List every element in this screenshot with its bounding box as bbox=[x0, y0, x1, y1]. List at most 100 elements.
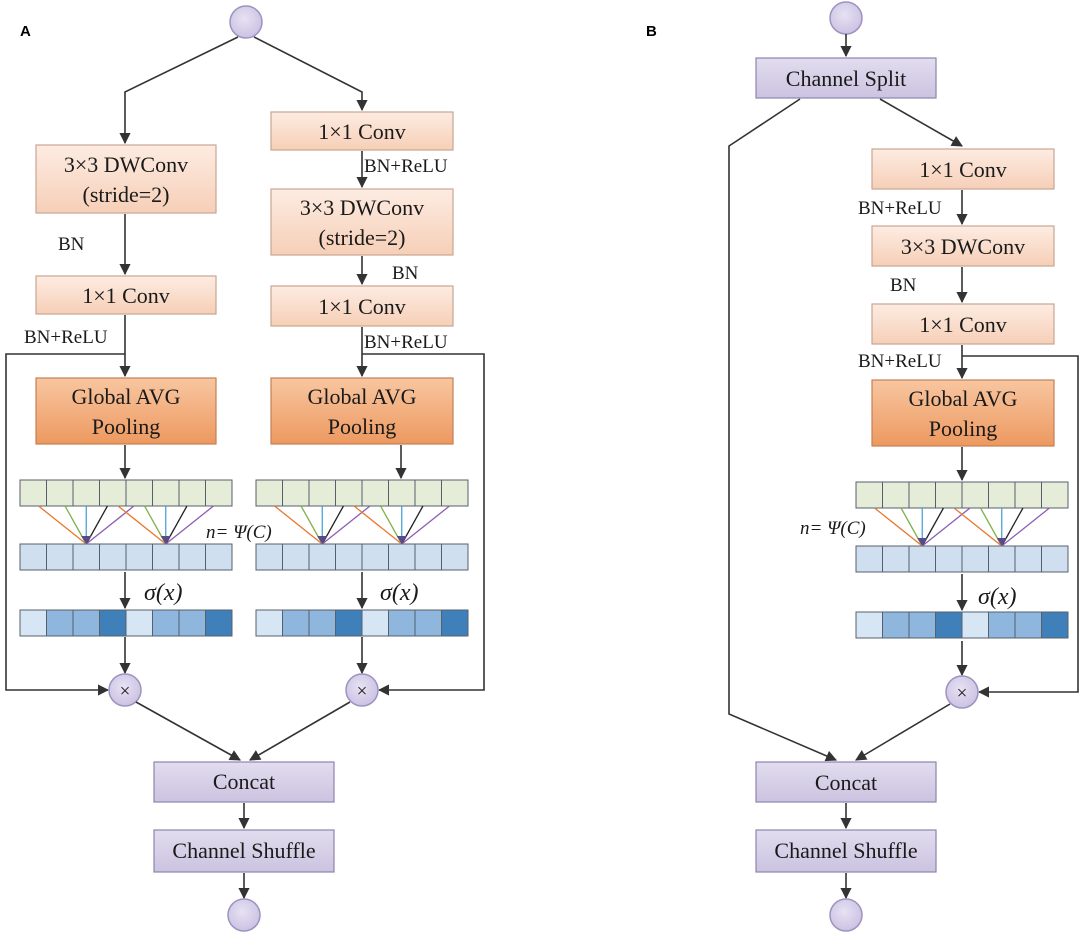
a-left-attention-pooled-cell bbox=[19, 479, 47, 507]
a-left-conv-box: 1×1 Conv bbox=[35, 275, 217, 315]
a-right-attention-pooled-cell bbox=[282, 479, 310, 507]
a-right-pool-line2: Pooling bbox=[328, 414, 396, 439]
b-pool-line2: Pooling bbox=[929, 416, 997, 441]
a-left-attention-pooled-cell bbox=[99, 479, 127, 507]
a-right-attention-pooled-cell bbox=[441, 479, 469, 507]
a-left-attention-conv-cell bbox=[125, 543, 153, 571]
a-left-attention-weight-cell bbox=[178, 609, 206, 637]
b-attention-conv-cell bbox=[908, 545, 936, 573]
a-shuffle-label: Channel Shuffle bbox=[172, 838, 315, 863]
a-left-attention-conv-kernel-arrow bbox=[85, 505, 135, 545]
a-right-multiply-node bbox=[345, 673, 379, 707]
edge-b-split-branch bbox=[879, 98, 963, 147]
a-right-attention-conv-cell bbox=[255, 543, 283, 571]
a-right-attention bbox=[255, 479, 469, 637]
panel-a-letter: A bbox=[20, 23, 31, 40]
a-left-attention-conv-cell bbox=[46, 543, 74, 571]
a-right-dwconv-line2: (stride=2) bbox=[319, 225, 406, 250]
a-left-pool-box: Global AVG Pooling bbox=[35, 377, 217, 445]
a-right-attention-conv-cell bbox=[414, 543, 442, 571]
b-attention-weight-cell bbox=[961, 611, 989, 639]
b-shuffle-label: Channel Shuffle bbox=[774, 838, 917, 863]
b-attention-pooled-cell bbox=[908, 481, 936, 509]
a-right-attention-weight-cell bbox=[388, 609, 416, 637]
a-right-attention-conv-cell bbox=[308, 543, 336, 571]
a-left-attention-pooled-cell bbox=[205, 479, 233, 507]
a-left-attention-conv-kernel-arrow bbox=[117, 505, 167, 545]
b-attention-conv-cell bbox=[1014, 545, 1042, 573]
a-right-attention-conv-kernel-arrow bbox=[353, 505, 403, 545]
a-right-attention-weight-cell bbox=[282, 609, 310, 637]
a-right-attention-pooled-cell bbox=[308, 479, 336, 507]
b-multiply-node bbox=[945, 675, 979, 709]
a-left-attention-weight-cell bbox=[205, 609, 233, 637]
b-attention-conv-kernel-arrow bbox=[874, 507, 923, 547]
b-bn-relu-2: BN+ReLU bbox=[858, 351, 942, 372]
a-left-pool-line2: Pooling bbox=[92, 414, 160, 439]
a-left-attention-pooled-cell bbox=[152, 479, 180, 507]
a-left-multiply-node bbox=[108, 673, 142, 707]
b-attention-pooled-cell bbox=[855, 481, 883, 509]
edge-b-skip bbox=[962, 355, 1079, 698]
b-attention-weight-cell bbox=[935, 611, 963, 639]
b-attention-pooled-cell bbox=[1014, 481, 1042, 509]
input-node-b bbox=[829, 1, 863, 35]
a-right-attention-conv-cell bbox=[441, 543, 469, 571]
a-right-bn-relu-2: BN+ReLU bbox=[364, 332, 448, 353]
b-attention-conv-kernel-arrow bbox=[953, 507, 1003, 547]
a-left-n-label: n= Ψ(C) bbox=[206, 522, 272, 543]
a-left-attention-pooled-cell bbox=[72, 479, 100, 507]
a-concat-box: Concat bbox=[153, 761, 335, 803]
b-attention-weight-cell bbox=[855, 611, 883, 639]
output-node-b bbox=[829, 898, 863, 932]
a-left-attention-conv-cell bbox=[72, 543, 100, 571]
a-right-pool-box: Global AVG Pooling bbox=[270, 377, 454, 445]
b-dwconv-label: 3×3 DWConv bbox=[901, 234, 1025, 259]
a-left-attention-conv-cell bbox=[19, 543, 47, 571]
b-attention-conv-cell bbox=[882, 545, 910, 573]
a-left-bn-label: BN bbox=[58, 234, 85, 255]
b-attention-weight-cell bbox=[908, 611, 936, 639]
a-left-attention-weight-cell bbox=[152, 609, 180, 637]
a-right-conv2-box: 1×1 Conv bbox=[270, 285, 454, 327]
a-right-attention-conv-cell bbox=[282, 543, 310, 571]
b-attention-conv-cell bbox=[855, 545, 883, 573]
edge-a-right-mul-concat bbox=[249, 701, 351, 761]
a-left-bn-relu-label: BN+ReLU bbox=[24, 327, 108, 348]
edge-a-left-mul-concat bbox=[135, 701, 241, 761]
a-right-attention-weight-cell bbox=[255, 609, 283, 637]
a-left-attention-weight-cell bbox=[46, 609, 74, 637]
b-attention-conv-cell bbox=[1041, 545, 1069, 573]
a-right-attention-weight-cell bbox=[441, 609, 469, 637]
a-left-dwconv-line2: (stride=2) bbox=[83, 182, 170, 207]
a-right-attention-weight-cell bbox=[414, 609, 442, 637]
a-right-attention-conv-kernel-arrow bbox=[274, 505, 323, 545]
panel-b-letter: B bbox=[646, 23, 657, 40]
a-left-attention-pooled-cell bbox=[125, 479, 153, 507]
b-attention-conv-kernel-arrow bbox=[1001, 507, 1050, 547]
a-left-pool-line1: Global AVG bbox=[72, 384, 181, 409]
a-left-attention-weight-cell bbox=[19, 609, 47, 637]
a-left-attention bbox=[19, 479, 233, 637]
a-right-attention-pooled-cell bbox=[255, 479, 283, 507]
edge-b-mul-concat bbox=[855, 703, 951, 761]
a-right-attention-conv-kernel-arrow bbox=[321, 505, 371, 545]
edge-input-right bbox=[253, 36, 368, 112]
a-right-bn-label: BN bbox=[392, 263, 419, 284]
a-right-attention-conv-cell bbox=[388, 543, 416, 571]
edge-a-right-skip bbox=[362, 353, 485, 696]
b-attention-conv-kernel-arrowhead bbox=[996, 538, 1007, 546]
a-right-attention-pooled-cell bbox=[414, 479, 442, 507]
a-right-pool-line1: Global AVG bbox=[308, 384, 417, 409]
edge-input-left bbox=[119, 36, 239, 145]
b-attention-conv-cell bbox=[961, 545, 989, 573]
a-left-attention-weight-cell bbox=[99, 609, 127, 637]
b-pool-line1: Global AVG bbox=[909, 386, 1018, 411]
a-left-attention-pooled-cell bbox=[46, 479, 74, 507]
b-conv2-label: 1×1 Conv bbox=[919, 312, 1007, 337]
b-attention bbox=[855, 481, 1069, 639]
b-attention-pooled-cell bbox=[1041, 481, 1069, 509]
a-left-conv-label: 1×1 Conv bbox=[82, 283, 170, 308]
a-left-attention-conv-kernel-arrowhead bbox=[81, 536, 92, 544]
b-shuffle-box: Channel Shuffle bbox=[755, 829, 937, 873]
